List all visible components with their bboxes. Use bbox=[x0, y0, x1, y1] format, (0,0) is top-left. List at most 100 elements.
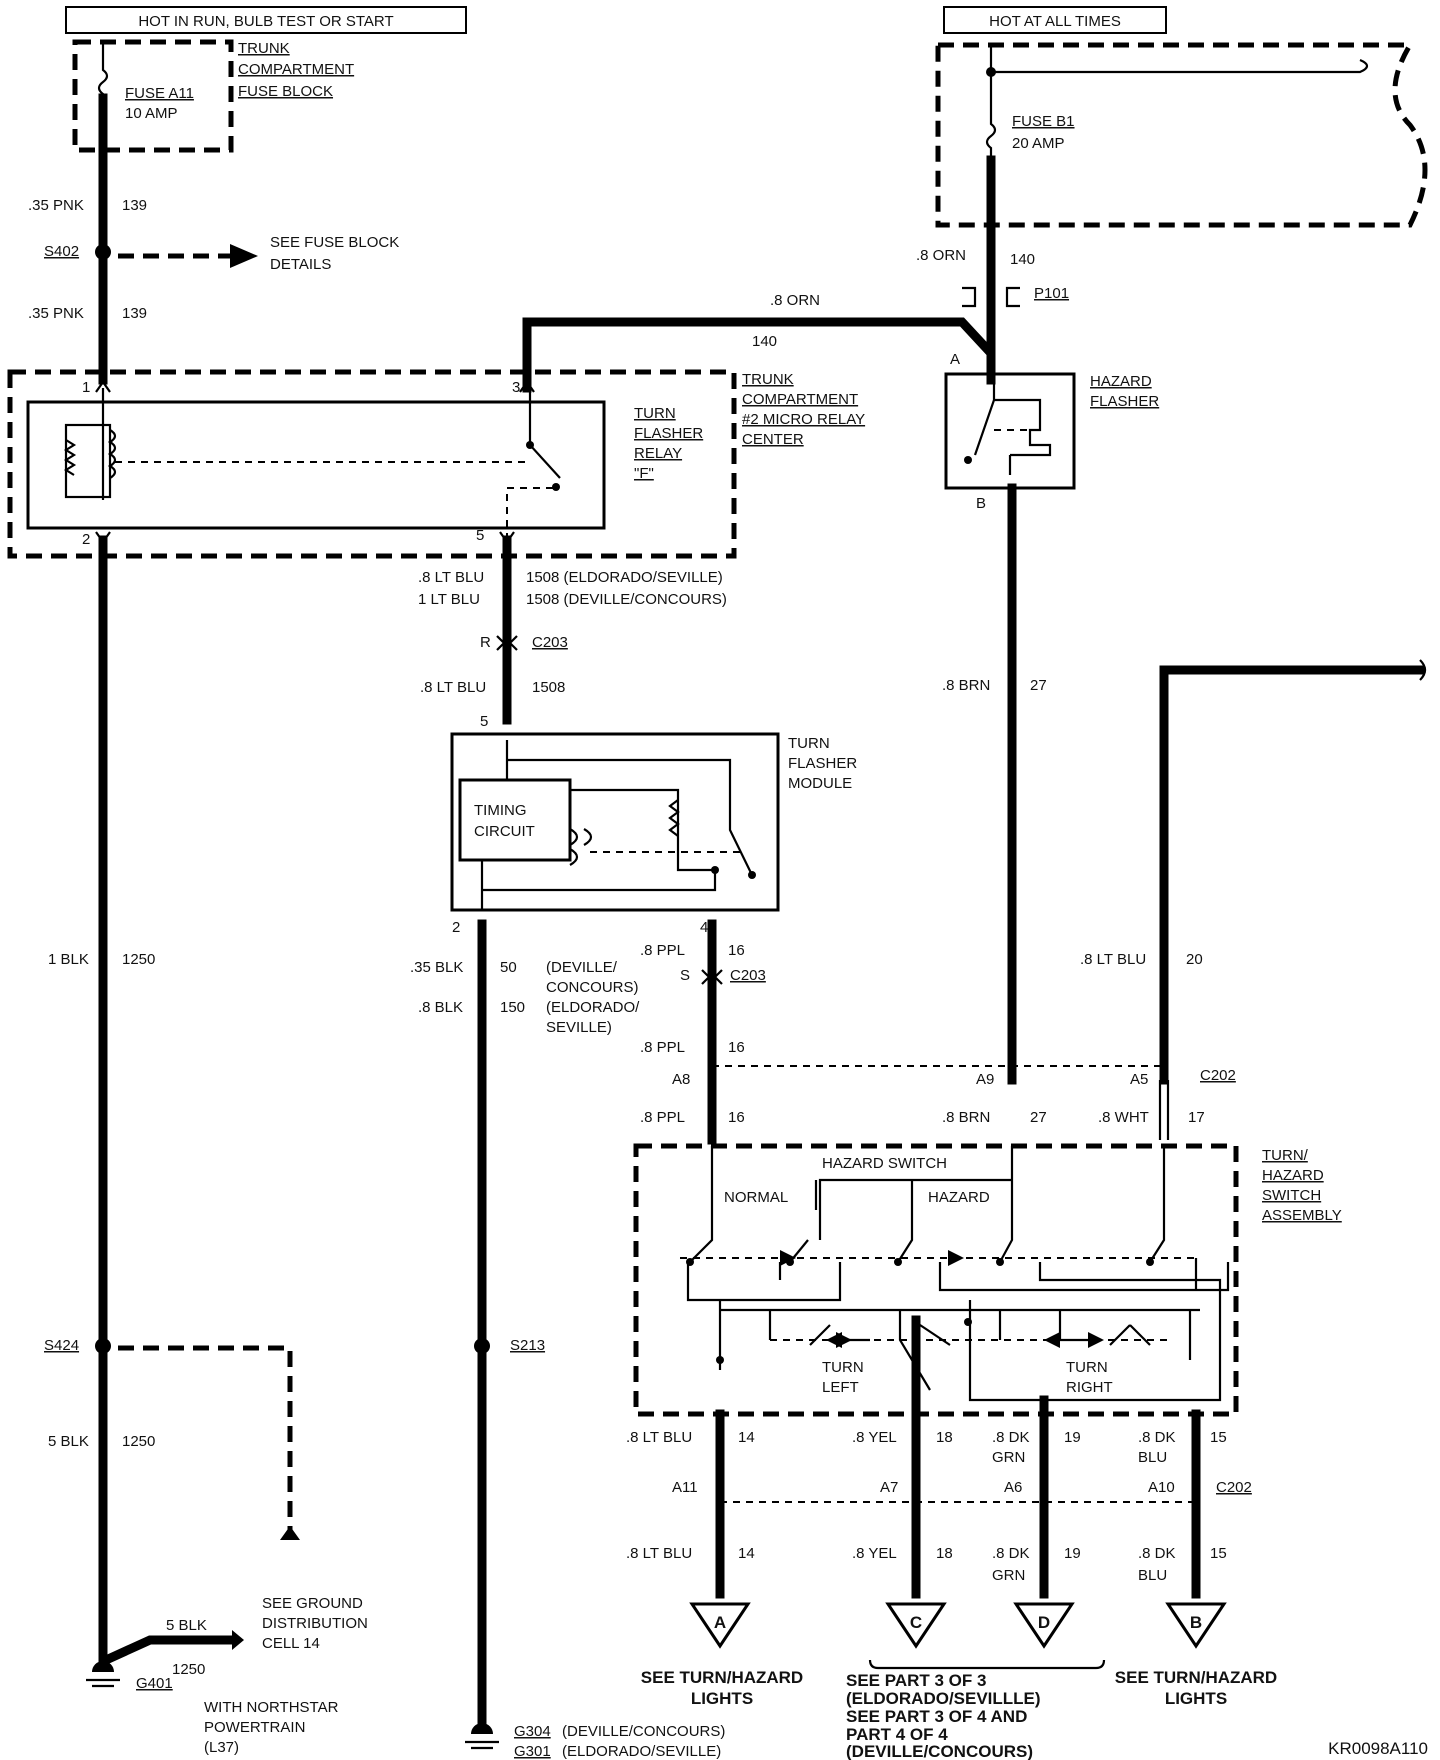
c202-a7: A7 bbox=[880, 1479, 898, 1496]
out-15-b-gauge1: .8 DK bbox=[1138, 1545, 1176, 1562]
arrow-left-icon bbox=[826, 1332, 842, 1348]
fuse-a11-icon bbox=[97, 42, 109, 98]
fuse-b1-icon bbox=[985, 45, 1369, 160]
module-internal-wiring bbox=[505, 740, 753, 876]
out-14-b-gauge: .8 LT BLU bbox=[626, 1545, 692, 1562]
out-15-circuit: 15 bbox=[1210, 1429, 1227, 1446]
fuse-b1-name: FUSE B1 bbox=[1012, 113, 1075, 130]
fuse-block-left-outline bbox=[72, 39, 234, 153]
s424-branch-arrow-icon bbox=[280, 1526, 300, 1540]
c203-r-pin: R bbox=[480, 634, 491, 651]
wire-1250-gauge: 1 BLK bbox=[48, 951, 89, 968]
ground-note-arrow-icon bbox=[232, 1630, 244, 1650]
out-18-b-gauge: .8 YEL bbox=[852, 1545, 897, 1562]
ground-note-l1: SEE GROUND bbox=[262, 1595, 363, 1612]
out-19-circuit: 19 bbox=[1064, 1429, 1081, 1446]
module-l3: MODULE bbox=[788, 775, 852, 792]
out-14-circuit: 14 bbox=[738, 1429, 755, 1446]
g301-note: (ELDORADO/SEVILLE) bbox=[562, 1743, 721, 1760]
ground-note-gauge: 5 BLK bbox=[166, 1617, 207, 1634]
splice-s213 bbox=[474, 1338, 490, 1354]
g304-label: G304 bbox=[514, 1723, 551, 1740]
hazard-pin-b: B bbox=[976, 495, 986, 512]
relay-pin-5: 5 bbox=[476, 527, 484, 544]
out-18-b-circuit: 18 bbox=[936, 1545, 953, 1562]
p101-connector-icon bbox=[962, 286, 1020, 308]
ground-g304-bars bbox=[465, 1740, 499, 1750]
connector-c-triangle bbox=[885, 1602, 947, 1649]
turn-relay-l1: TURN bbox=[634, 405, 676, 422]
wire-20-gauge: .8 LT BLU bbox=[1080, 951, 1146, 968]
out-19-gauge1: .8 DK bbox=[992, 1429, 1030, 1446]
wire-140-top-gauge: .8 ORN bbox=[916, 247, 966, 264]
switch-contact-2 bbox=[786, 1258, 794, 1266]
module-pin-5: 5 bbox=[480, 713, 488, 730]
micro-relay-l3: #2 MICRO RELAY bbox=[742, 411, 865, 428]
connector-d-label: D bbox=[1038, 1613, 1050, 1632]
out-15-b-circuit: 15 bbox=[1210, 1545, 1227, 1562]
connector-c-label: C bbox=[910, 1613, 922, 1632]
c202-a10: A10 bbox=[1148, 1479, 1175, 1496]
relay-pin-1: 1 bbox=[82, 379, 90, 396]
hazard-flasher-internal-icon bbox=[973, 380, 1052, 475]
switch-contact-3 bbox=[894, 1258, 902, 1266]
hazard-pin-a: A bbox=[950, 351, 960, 368]
wire-16-a-circuit: 16 bbox=[728, 942, 745, 959]
wire-1250-circuit: 1250 bbox=[122, 951, 155, 968]
wire-150-n1: (ELDORADO/ bbox=[546, 999, 640, 1016]
out-15-gauge2: BLU bbox=[1138, 1449, 1167, 1466]
wire-5blk-circuit: 1250 bbox=[122, 1433, 155, 1450]
fuse-block-l2: COMPARTMENT bbox=[238, 61, 354, 78]
hazard-flasher-l2: FLASHER bbox=[1090, 393, 1159, 410]
see-a-l1: SEE TURN/HAZARD bbox=[641, 1668, 803, 1687]
s402-label: S402 bbox=[44, 243, 79, 260]
wire-20-circuit: 20 bbox=[1186, 951, 1203, 968]
wire-27-circuit: 27 bbox=[1030, 677, 1047, 694]
out-19-b-circuit: 19 bbox=[1064, 1545, 1081, 1562]
arrow-right-icon-2 bbox=[1088, 1332, 1104, 1348]
out-19-gauge2: GRN bbox=[992, 1449, 1025, 1466]
fuse-b1-rating: 20 AMP bbox=[1012, 135, 1065, 152]
p101-label: P101 bbox=[1034, 285, 1069, 302]
relay-coil-resistor-icon bbox=[63, 439, 77, 476]
switch-contact-6 bbox=[964, 1318, 972, 1326]
wire-150-n2: SEVILLE) bbox=[546, 1019, 612, 1036]
wire-27-b-gauge: .8 BRN bbox=[942, 1109, 990, 1126]
c203-r-label: C203 bbox=[532, 634, 568, 651]
see-b-l1: SEE TURN/HAZARD bbox=[1115, 1668, 1277, 1687]
micro-relay-l1: TRUNK bbox=[742, 371, 794, 388]
g401-label: G401 bbox=[136, 1675, 173, 1692]
out-15-b-gauge2: BLU bbox=[1138, 1567, 1167, 1584]
c203-s-pin: S bbox=[680, 967, 690, 984]
module-resistor-icon bbox=[668, 799, 680, 837]
switch-contact-1 bbox=[686, 1258, 694, 1266]
wire-16-b-gauge: .8 PPL bbox=[640, 1039, 685, 1056]
wire-50-n1: (DEVILLE/ bbox=[546, 959, 618, 976]
g401-n2: POWERTRAIN bbox=[204, 1719, 305, 1736]
wire-5blk-gauge: 5 BLK bbox=[48, 1433, 89, 1450]
splice-s424 bbox=[95, 1338, 111, 1354]
relay-switch-contact bbox=[506, 487, 558, 540]
wire-17-gauge: .8 WHT bbox=[1098, 1109, 1149, 1126]
relay-switch-pivot bbox=[526, 441, 534, 449]
out-15-gauge1: .8 DK bbox=[1138, 1429, 1176, 1446]
c202-a9: A9 bbox=[976, 1071, 994, 1088]
ground-g304-icon bbox=[471, 1723, 493, 1734]
timing-l2: CIRCUIT bbox=[474, 823, 535, 840]
arrow-right-icon bbox=[230, 244, 258, 268]
out-14-gauge: .8 LT BLU bbox=[626, 1429, 692, 1446]
turn-switch-wiring bbox=[718, 1300, 1200, 1391]
relay-pin-3: 3 bbox=[512, 379, 520, 396]
g401-n1: WITH NORTHSTAR bbox=[204, 1699, 339, 1716]
turn-right-l1: TURN bbox=[1066, 1359, 1108, 1376]
wire-17-circuit: 17 bbox=[1188, 1109, 1205, 1126]
hazard-flasher-l1: HAZARD bbox=[1090, 373, 1152, 390]
micro-relay-l4: CENTER bbox=[742, 431, 804, 448]
wire-140-horizontal bbox=[522, 317, 995, 393]
wire-1508-c2: 1508 (DEVILLE/CONCOURS) bbox=[526, 591, 727, 608]
switch-assy-l4: ASSEMBLY bbox=[1262, 1207, 1342, 1224]
module-pin-4: 4 bbox=[700, 919, 708, 936]
wire-1508-g1: .8 LT BLU bbox=[418, 569, 484, 586]
wire-140-h-circuit: 140 bbox=[752, 333, 777, 350]
